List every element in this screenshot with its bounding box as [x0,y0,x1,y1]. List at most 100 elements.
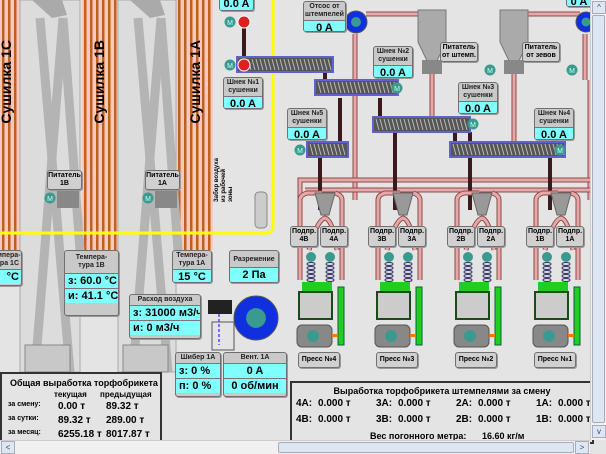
feed-screw [325,278,335,282]
feeder-label[interactable]: Подпр. 3В [368,226,396,247]
motor-icon [554,144,566,156]
feeder-label[interactable]: Подпр. 2А [477,226,505,247]
feed-screw [306,266,316,270]
summary-current: 0.00 т [58,401,86,412]
motor-letter: M [47,196,53,203]
exhaust-panel[interactable]: Отсос от штемпелей 0 A [303,1,346,32]
feed-screw [306,270,316,274]
press-label[interactable]: Пресс №4 [298,352,340,368]
screw-flight [319,58,324,71]
feed-screw [403,274,413,278]
vertical-scrollbar[interactable]: ^ v [590,0,606,440]
scroll-up-button[interactable]: ^ [592,1,606,14]
screw-flight [365,81,370,94]
press-label[interactable]: Пресс №2 [455,352,497,368]
screw-flight [377,81,382,94]
summary-current: 89.32 т [58,415,91,426]
scroll-right-button[interactable]: > [575,441,589,454]
screw-flight [520,143,525,156]
press-shaft [573,286,581,346]
screw-flight [455,118,460,131]
screw-5-title: Шнек №5 сушенки [290,110,324,125]
coupling [568,334,574,337]
motor-icon [482,252,492,262]
feed-screw [403,262,413,266]
screw-flight [329,143,334,156]
motor-icon [384,252,394,262]
press-label[interactable]: Пресс №1 [534,352,576,368]
dryer-stripe [190,0,193,250]
screw-flight [381,81,386,94]
screw-flight [399,118,404,131]
feeder-label[interactable]: Подпр. 1В [526,226,554,247]
pipe [412,191,422,280]
horizontal-scrollbar[interactable]: < > [0,440,590,454]
motor-icon [542,252,552,262]
screw-flight [385,81,390,94]
weight-value: 16.60 кг/м [482,431,525,441]
feeder-label[interactable]: Подпр. 3А [398,226,426,247]
dryer-stripe [202,0,205,250]
screw-flight [383,118,388,131]
motor-icon [464,330,476,342]
horizontal-scroll-thumb[interactable] [278,442,574,453]
screw-flight [259,58,264,71]
summary-label: за сутки: [8,415,39,422]
screw-flight [327,58,332,71]
scroll-left-button[interactable]: < [1,441,15,454]
feed-screw [403,278,413,282]
feeder-label[interactable]: Подпр. 2В [447,226,475,247]
scroll-down-button[interactable]: v [592,425,606,438]
screw-2-value: 0.0 A [374,65,412,77]
pipe [298,191,322,280]
shift-value: 0.000 т [478,414,511,425]
screw-flight [317,143,322,156]
press-label[interactable]: Пресс №3 [376,352,418,368]
summary-prev: 8017.87 т [106,429,150,440]
feeder-zev[interactable]: Питатель от зевов [522,42,560,62]
screw-flight [464,143,469,156]
summary-prev: 89.32 т [106,401,139,412]
screw-flight [321,81,326,94]
feeder-label[interactable]: Подпр. 4В [290,226,318,247]
feeder-label[interactable]: Подпр. 1А [556,226,584,247]
damper-setpoint: з: 0 % [176,363,220,378]
screw-flight [395,118,400,131]
pipe [298,178,590,200]
feeder-1a[interactable]: Питатель 1А [145,170,180,190]
temp-1c-panel[interactable]: Темпера- тура 1С°C [0,250,22,286]
feeder-1b[interactable]: Питатель 1В [47,170,82,190]
screw-flight [255,58,260,71]
screw-flight [317,81,322,94]
feeder-stamp[interactable]: Питатель от штемп. [440,42,478,62]
screw-flight [267,58,272,71]
summary-label: за месяц: [8,429,41,436]
screw-flight [341,143,346,156]
screw-flight [375,118,380,131]
feeder-label[interactable]: Подпр. 4А [320,226,348,247]
dryer-1a-label: Сушилка 1А [187,40,203,124]
screw-flight [415,118,420,131]
shift-key: 1В: [536,414,553,425]
damper-position: п: 0 % [176,378,220,393]
vertical-scroll-thumb[interactable] [592,15,605,423]
feed-screw [306,262,316,266]
motor-letter: M [557,148,563,155]
feed-screw [482,266,492,270]
coupling [332,334,338,337]
screw-flight [379,118,384,131]
hopper [32,0,67,18]
airflow-setpoint: з: 31000 м3/ч [130,305,200,320]
press-shaft [337,286,345,346]
